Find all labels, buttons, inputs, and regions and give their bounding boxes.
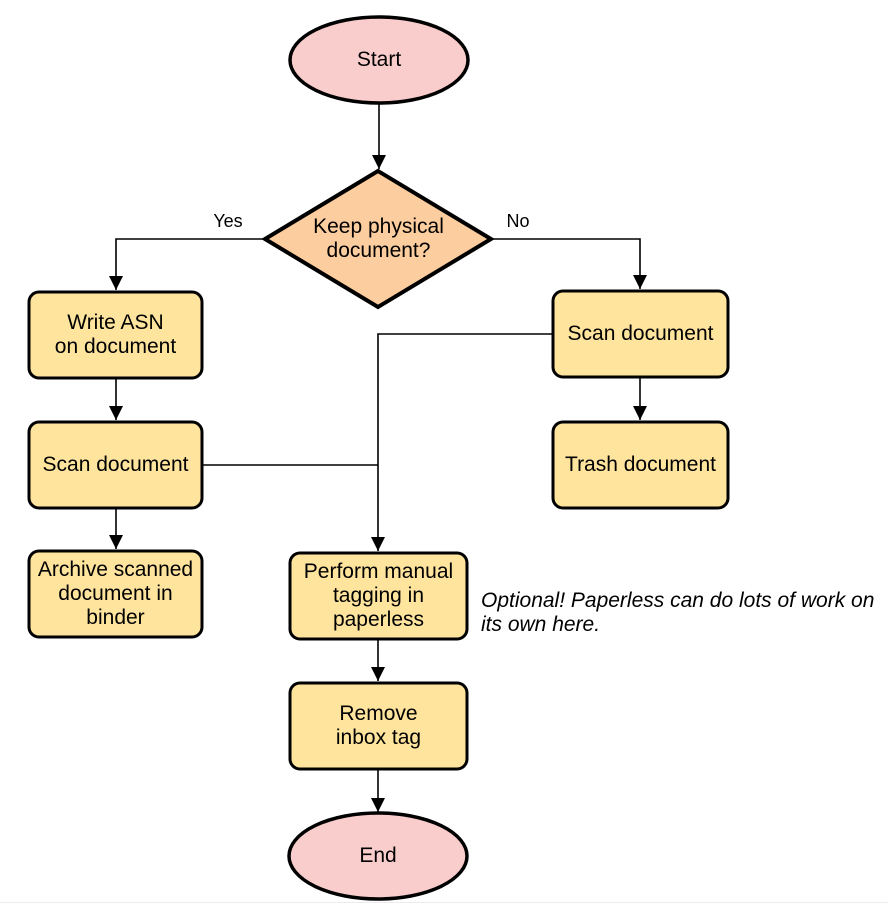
trash-node-rect — [551, 420, 730, 510]
start-node-ellipse — [288, 15, 470, 105]
write-asn-node-rect — [27, 290, 204, 380]
remove-inbox-node-rect — [288, 681, 469, 771]
edge-scan-right-to-tagging — [371, 333, 553, 551]
tagging-node-rect — [288, 551, 469, 641]
decision-node-diamond — [261, 168, 495, 310]
archive-node-rect — [27, 549, 204, 639]
scan-left-node-rect — [27, 420, 204, 510]
edge-decision-no-to-scan-right — [491, 238, 647, 289]
edge-decision-yes-to-write-asn — [109, 238, 265, 290]
end-node-ellipse — [287, 811, 469, 901]
scan-right-node-rect — [551, 289, 730, 379]
